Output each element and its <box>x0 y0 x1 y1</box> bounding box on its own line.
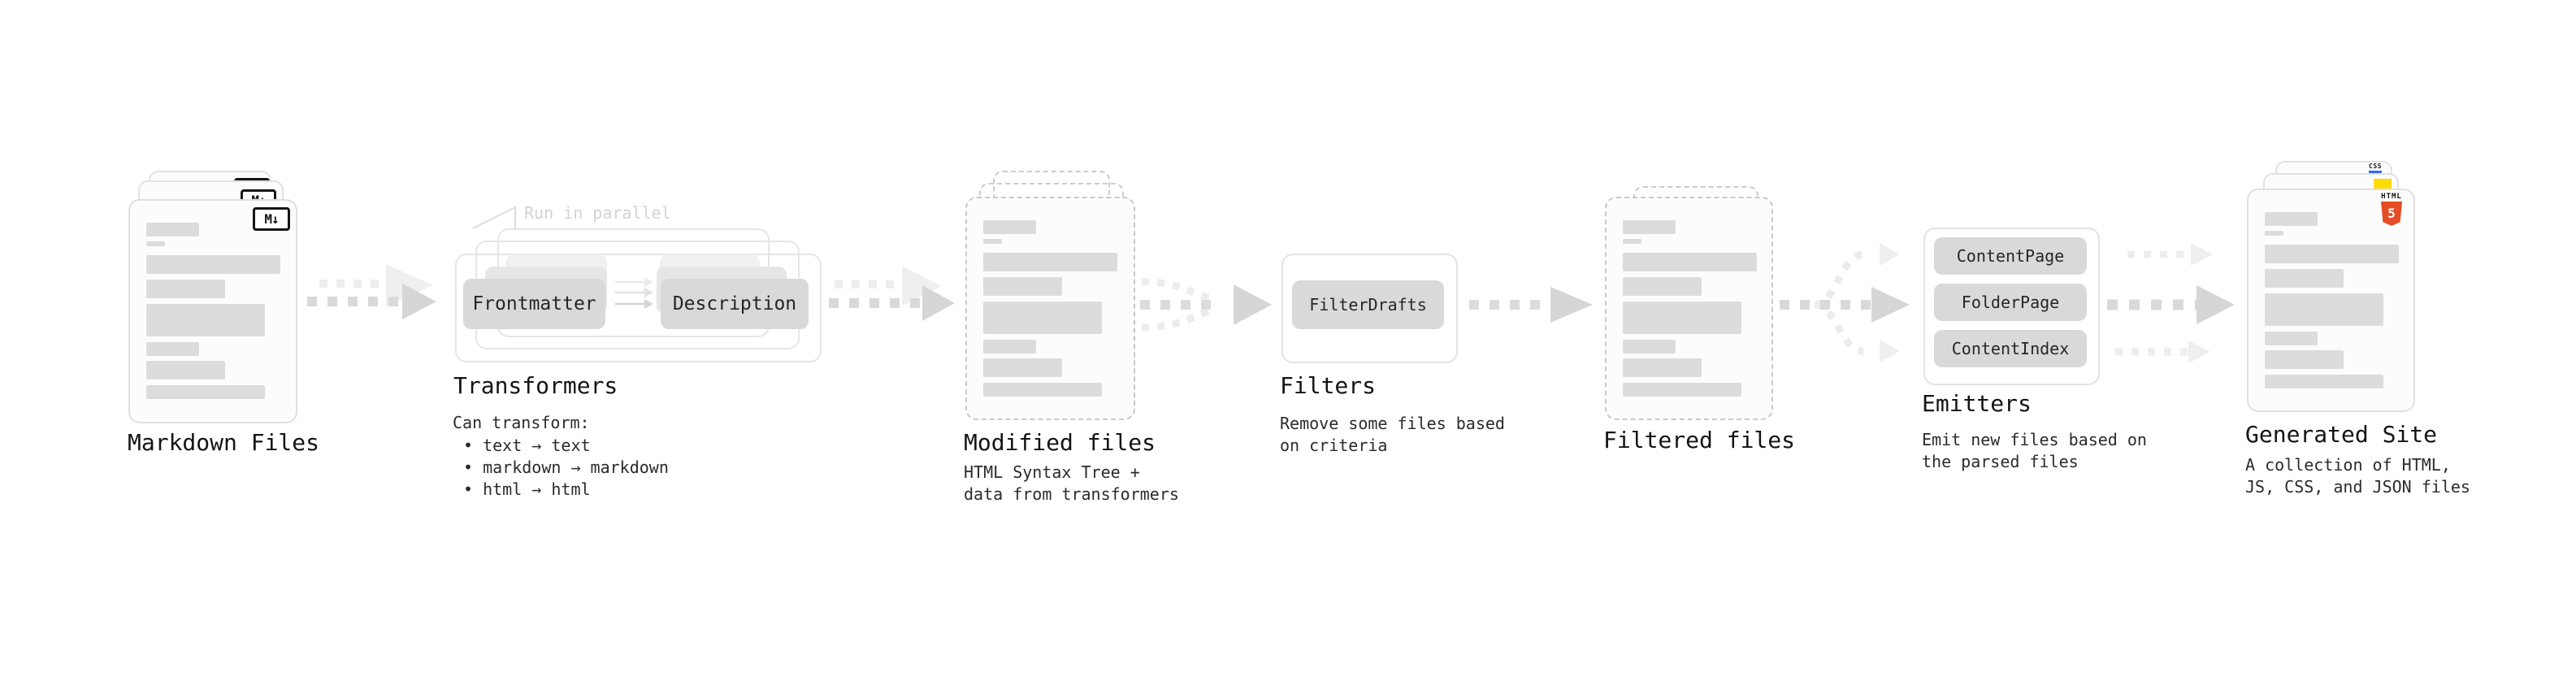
skeleton-bar <box>983 301 1102 334</box>
skeleton-bar <box>2265 350 2344 369</box>
generated-site-subtitle-1: A collection of HTML, <box>2245 455 2451 475</box>
arrows-emitters-to-generated <box>2107 243 2235 363</box>
stage-label-emitters: Emitters <box>1922 390 2032 417</box>
transformers-bullet: • markdown → markdown <box>463 458 669 477</box>
skeleton-bar <box>983 239 1002 244</box>
skeleton-bar <box>1623 277 1702 296</box>
transformers-subtitle: Can transform: <box>453 413 590 432</box>
skeleton-bar <box>983 277 1062 296</box>
modified-files-subtitle-2: data from transformers <box>964 484 1179 504</box>
skeleton-bar <box>1623 301 1741 334</box>
file-card <box>965 197 1135 420</box>
html5-icon-shield: 5 <box>2381 202 2402 226</box>
skeleton-bar <box>983 383 1102 397</box>
filters-subtitle-1: Remove some files based <box>1280 414 1505 433</box>
skeleton-bar <box>2265 332 2318 345</box>
transformer-frame-front <box>455 254 822 362</box>
file-content-skeleton <box>130 201 296 422</box>
arrow-markdown-to-transformers <box>307 264 436 319</box>
css-icon: CSS <box>2368 163 2383 173</box>
run-in-parallel-annotation: Run in parallel <box>524 203 671 223</box>
html5-icon-word: HTML <box>2381 193 2402 201</box>
stage-label-filters: Filters <box>1280 372 1377 399</box>
arrow-modified-to-filters-merge <box>1140 278 1272 332</box>
emitter-node-folderpage: FolderPage <box>1934 284 2087 321</box>
arrow-transformers-to-modified <box>829 266 955 321</box>
emitters-container <box>1923 228 2100 385</box>
arrow-filters-to-filtered <box>1469 287 1593 323</box>
filters-subtitle-2: on criteria <box>1280 436 1388 455</box>
skeleton-bar <box>983 340 1036 354</box>
skeleton-bar <box>2265 375 2383 388</box>
file-content-skeleton <box>1607 198 1772 419</box>
skeleton-bar <box>1623 253 1757 271</box>
arrow-filtered-to-emitters-split <box>1780 243 1910 362</box>
skeleton-bar <box>1623 383 1741 397</box>
skeleton-bar <box>2265 231 2283 236</box>
skeleton-bar <box>146 255 280 274</box>
filter-node-filterdrafts: FilterDrafts <box>1292 280 1444 329</box>
skeleton-bar <box>2265 269 2344 288</box>
html5-icon: HTML 5 <box>2380 193 2403 226</box>
skeleton-bar <box>1623 340 1676 354</box>
skeleton-bar <box>146 280 225 298</box>
js-icon <box>2374 179 2392 189</box>
skeleton-bar <box>1623 358 1702 377</box>
file-card <box>128 199 297 423</box>
css-icon-label: CSS <box>2369 163 2382 170</box>
file-content-skeleton <box>2249 190 2413 410</box>
transformer-node-frontmatter: Frontmatter <box>463 279 605 329</box>
skeleton-bar <box>146 385 265 399</box>
emitter-node-contentindex: ContentIndex <box>1934 330 2087 367</box>
skeleton-bar <box>983 253 1117 271</box>
annotation-leader-line <box>472 206 516 229</box>
skeleton-bar <box>146 304 265 336</box>
stage-label-modified-files: Modified files <box>964 429 1156 456</box>
generated-site-subtitle-2: JS, CSS, and JSON files <box>2245 477 2470 497</box>
file-card <box>1605 197 1773 420</box>
skeleton-bar <box>2265 245 2399 263</box>
css-icon-bar <box>2369 171 2382 173</box>
modified-files-subtitle-1: HTML Syntax Tree + <box>964 462 1140 482</box>
skeleton-bar <box>1623 220 1676 234</box>
emitters-subtitle-2: the parsed files <box>1922 452 2079 471</box>
skeleton-bar <box>146 223 199 236</box>
skeleton-bar <box>983 358 1062 377</box>
stage-label-generated-site: Generated Site <box>2245 421 2438 448</box>
transformers-bullet: • text → text <box>463 436 591 455</box>
stage-label-transformers: Transformers <box>453 372 618 399</box>
parallel-mini-arrows <box>615 277 653 309</box>
transformer-node-description: Description <box>661 279 809 329</box>
skeleton-bar <box>146 241 165 246</box>
stage-label-filtered-files: Filtered files <box>1603 427 1796 453</box>
skeleton-bar <box>983 220 1036 234</box>
skeleton-bar <box>1623 239 1641 244</box>
skeleton-bar <box>2265 293 2383 326</box>
emitter-node-contentpage: ContentPage <box>1934 237 2087 275</box>
stage-label-markdown-files: Markdown Files <box>128 429 320 456</box>
file-content-skeleton <box>967 198 1134 419</box>
emitters-subtitle-1: Emit new files based on <box>1922 430 2147 449</box>
file-card <box>2247 189 2415 412</box>
transformers-bullet: • html → html <box>463 479 591 499</box>
skeleton-bar <box>146 361 225 380</box>
filters-container <box>1281 254 1458 363</box>
skeleton-bar <box>2265 212 2318 226</box>
markdown-icon: M↓ <box>253 207 290 231</box>
skeleton-bar <box>146 342 199 356</box>
